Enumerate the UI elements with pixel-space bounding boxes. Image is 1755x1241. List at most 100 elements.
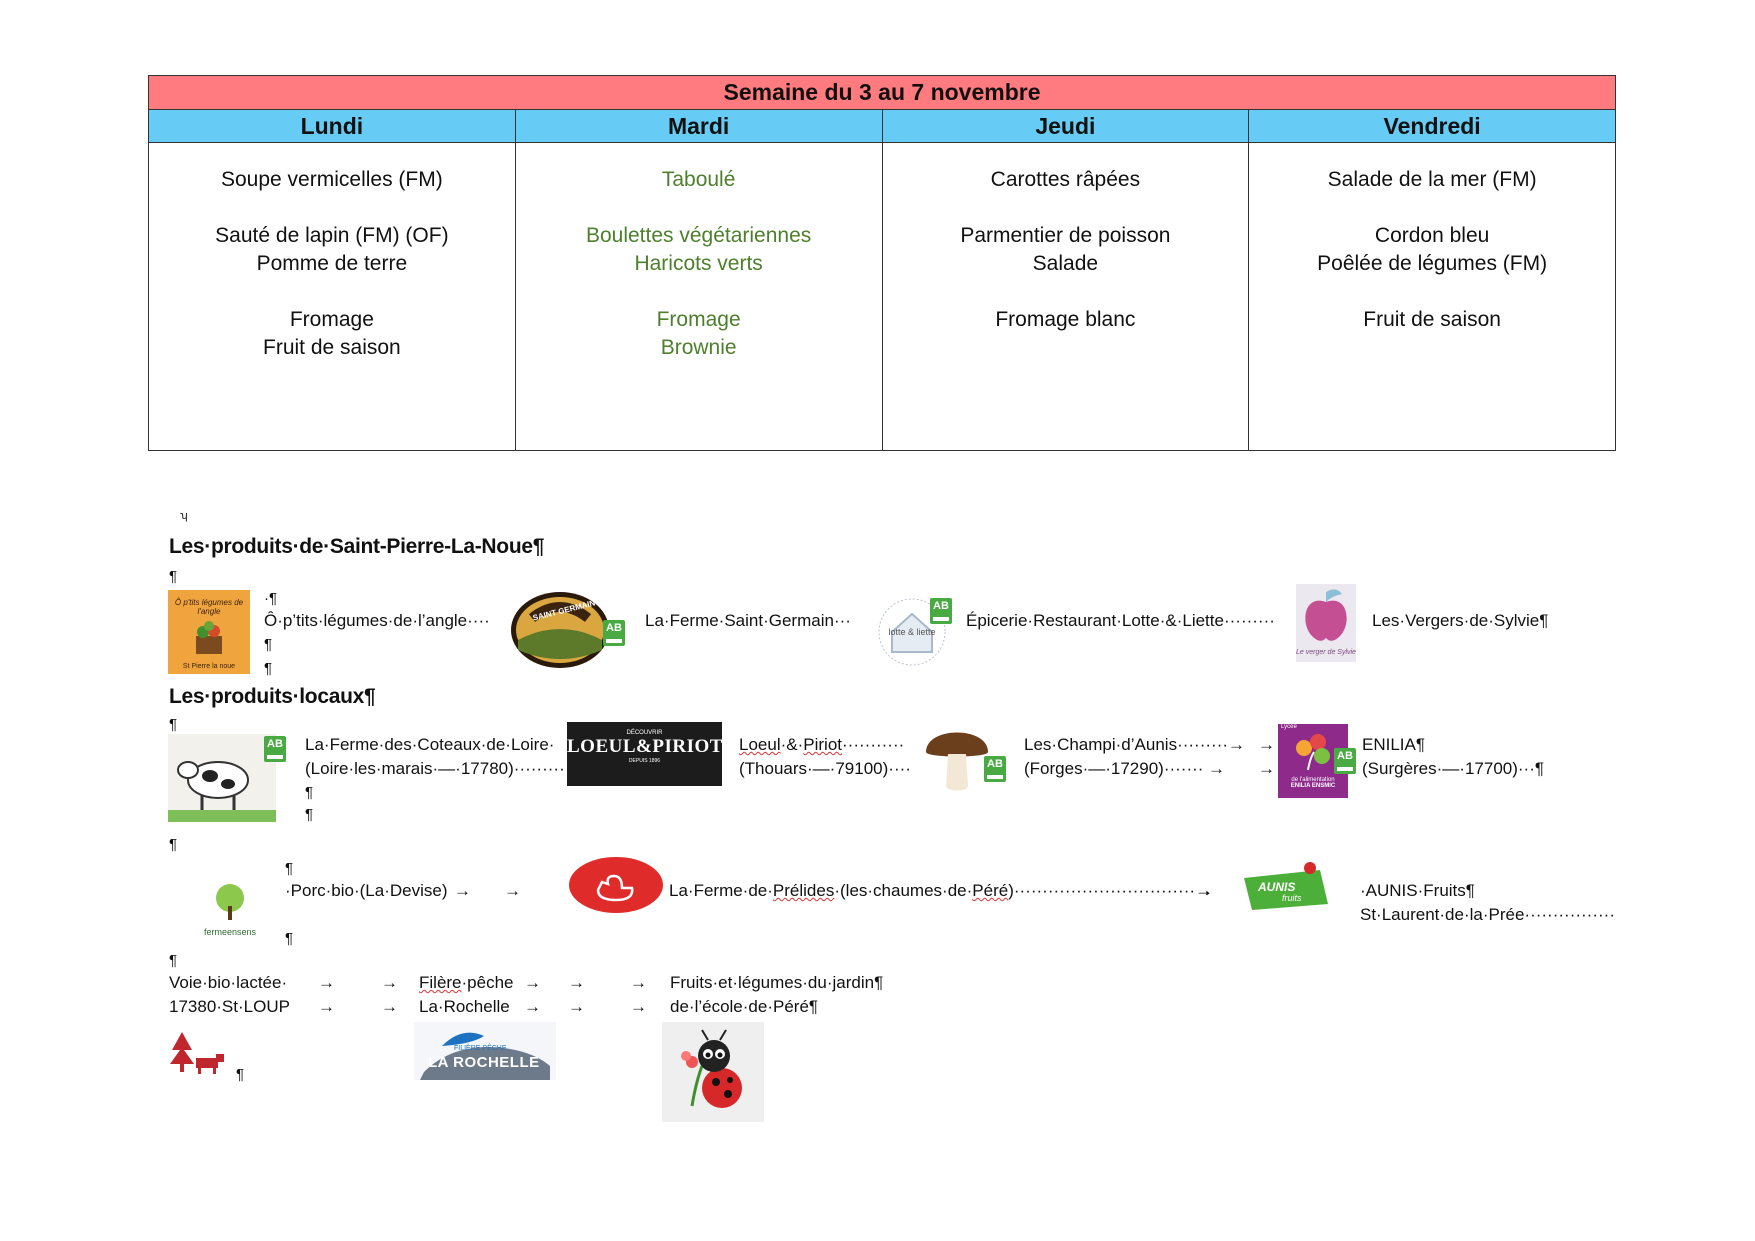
enilia-logo: Lycée de l'alimentation ENILIA ENSMIC AB (1278, 724, 1356, 798)
producer-loeul-piriot-location: (Thouars·—·79100)···· (739, 759, 911, 778)
voie-bio-lactee-logo (168, 1028, 238, 1076)
producer-vergers-sylvie: Les·Vergers·de·Sylvie¶ (1372, 611, 1549, 630)
dish: Salade (1032, 252, 1099, 275)
saint-germain-logo: SAINT GERMAIN AB (510, 588, 625, 670)
peche-word: ·pêche (461, 973, 514, 992)
producer-porc-bio: ·Porc·bio·(La·Devise) (285, 881, 448, 900)
week-title: Semaine du 3 au 7 novembre (148, 75, 1616, 110)
apple-icon (1305, 589, 1347, 641)
producer-aunis-fruits-location: St·Laurent·de·la·Prée················ (1360, 905, 1615, 924)
ab-organic-icon: AB (1334, 748, 1356, 774)
prelides-text: La·Ferme·de· (669, 881, 773, 900)
fermeensens-logo: fermeensens (190, 880, 270, 938)
table-end-marker: ʮ (180, 510, 188, 522)
prelides-text: )································→ (1008, 881, 1213, 900)
tab-arrow: → (568, 997, 585, 1016)
spacer (516, 278, 882, 306)
producer-filiere-peche-location: La·Rochelle (419, 997, 510, 1016)
ampersand: ·&· (780, 735, 804, 754)
fish-icon (420, 1032, 550, 1080)
spacer (1249, 194, 1615, 222)
ab-organic-icon: AB (984, 756, 1006, 782)
ab-organic-icon: AB (930, 598, 952, 624)
logo-text: DÉCOUVRIR (626, 730, 663, 736)
flower-icon (1296, 734, 1330, 771)
prelides-logo (568, 856, 664, 914)
logo-subtext: fruits (1282, 893, 1302, 903)
tab-arrow: → (318, 997, 335, 1016)
spacer (883, 278, 1249, 306)
aunis-fruits-logo: AUNIS fruits (1240, 860, 1334, 916)
day-header-jeudi: Jeudi (881, 109, 1250, 143)
ab-organic-icon: AB (264, 736, 286, 762)
mushroom-icon (926, 732, 988, 791)
tab-arrow: → (524, 973, 541, 992)
vegetable-basket-icon (196, 621, 222, 654)
pilcrow: ¶ (285, 930, 294, 947)
tab-arrow: → (1208, 759, 1225, 778)
heading-saint-pierre: Les·produits·de·Saint-Pierre-La-Noue¶ (169, 535, 545, 558)
o-ptits-legumes-logo: Ô p'tits légumes de l'angle St Pierre la… (168, 590, 250, 674)
tab-arrow: → (1196, 881, 1213, 900)
producer-voie-bio-lactee-location: 17380·St·LOUP (169, 997, 290, 1016)
logo-text: LOEUL&PIRIOT (567, 736, 723, 757)
pilcrow: ¶ (264, 636, 273, 653)
dish: Brownie (660, 336, 737, 359)
menu-cell-mardi: Taboulé Boulettes végétariennes Haricots… (514, 142, 883, 451)
logo-text: Le verger de Sylvie (1296, 649, 1356, 656)
pilcrow: ¶ (285, 860, 294, 877)
tab-arrow: → (1258, 759, 1275, 778)
dish: Fruit de saison (263, 336, 401, 359)
logo-text: AUNIS (1258, 880, 1296, 894)
farm-oval-icon (511, 592, 609, 668)
pilcrow: ¶ (264, 660, 273, 677)
vergers-sylvie-logo: Le verger de Sylvie (1296, 584, 1356, 662)
loeul-piriot-logo: DÉCOUVRIR LOEUL&PIRIOT DEPUIS 1896 (567, 722, 722, 786)
producer-champi-aunis-location: (Forges·—·17290)······· (1024, 759, 1204, 778)
dish: Soupe vermicelles (FM) (221, 168, 443, 191)
dish: Fruit de saison (1363, 308, 1501, 331)
spacer (1249, 278, 1615, 306)
lotte-liette-logo: lotte & liette AB (876, 592, 952, 668)
tab-arrow: → (381, 997, 398, 1016)
spacer (149, 194, 515, 222)
dish: Pomme de terre (256, 252, 408, 275)
producer-jardin-ecole: Fruits·et·légumes·du·jardin¶ (670, 973, 884, 992)
pilcrow: ·¶ (264, 590, 278, 607)
dish: Fromage (656, 308, 741, 331)
dish: Sauté de lapin (FM) (OF) (215, 224, 449, 247)
logo-text: LA ROCHELLE (428, 1054, 540, 1071)
logo-subtext: St Pierre la noue (182, 663, 236, 670)
logo-text: de l'alimentation (1291, 777, 1335, 783)
menu-cell-vendredi: Salade de la mer (FM) Cordon bleu Poêlée… (1248, 142, 1616, 451)
dish: Taboulé (661, 168, 736, 191)
pilcrow: ¶ (169, 952, 178, 969)
tab-arrow: → (1258, 735, 1275, 754)
producer-voie-bio-lactee: Voie·bio·lactée· (169, 973, 288, 992)
pilcrow: ¶ (169, 836, 178, 853)
producer-aunis-fruits: ·AUNIS·Fruits¶ (1360, 881, 1475, 900)
day-header-mardi: Mardi (514, 109, 883, 143)
dish: Cordon bleu (1374, 224, 1490, 247)
menu-cell-jeudi: Carottes râpées Parmentier de poisson Sa… (881, 142, 1250, 451)
logo-text: fermeensens (203, 927, 257, 937)
prelides-word: Prélides (772, 881, 835, 900)
pilcrow: ¶ (169, 716, 178, 733)
logo-text: ENILIA ENSMIC (1290, 783, 1336, 789)
producer-enilia-location: (Surgères·—·17700)···¶ (1362, 759, 1545, 778)
tab-arrow: → (630, 997, 647, 1016)
pilcrow: ¶ (169, 568, 178, 585)
producer-coteaux-loire: La·Ferme·des·Coteaux·de·Loire· (305, 735, 555, 754)
tab-arrow: → (318, 973, 335, 992)
producer-jardin-ecole-location: de·l’école·de·Péré¶ (670, 997, 819, 1016)
ab-organic-icon: AB (603, 620, 625, 646)
champi-aunis-logo: AB (922, 722, 1008, 796)
day-header-lundi: Lundi (148, 109, 516, 143)
filere-word: Filère (419, 973, 462, 992)
duck-icon (569, 857, 663, 913)
ladybug-icon (681, 1029, 742, 1108)
tab-arrow: → (630, 973, 647, 992)
piriot-word: Piriot (803, 735, 843, 754)
aunis-fruits-icon (1244, 862, 1328, 910)
pere-word: Péré (972, 881, 1009, 900)
